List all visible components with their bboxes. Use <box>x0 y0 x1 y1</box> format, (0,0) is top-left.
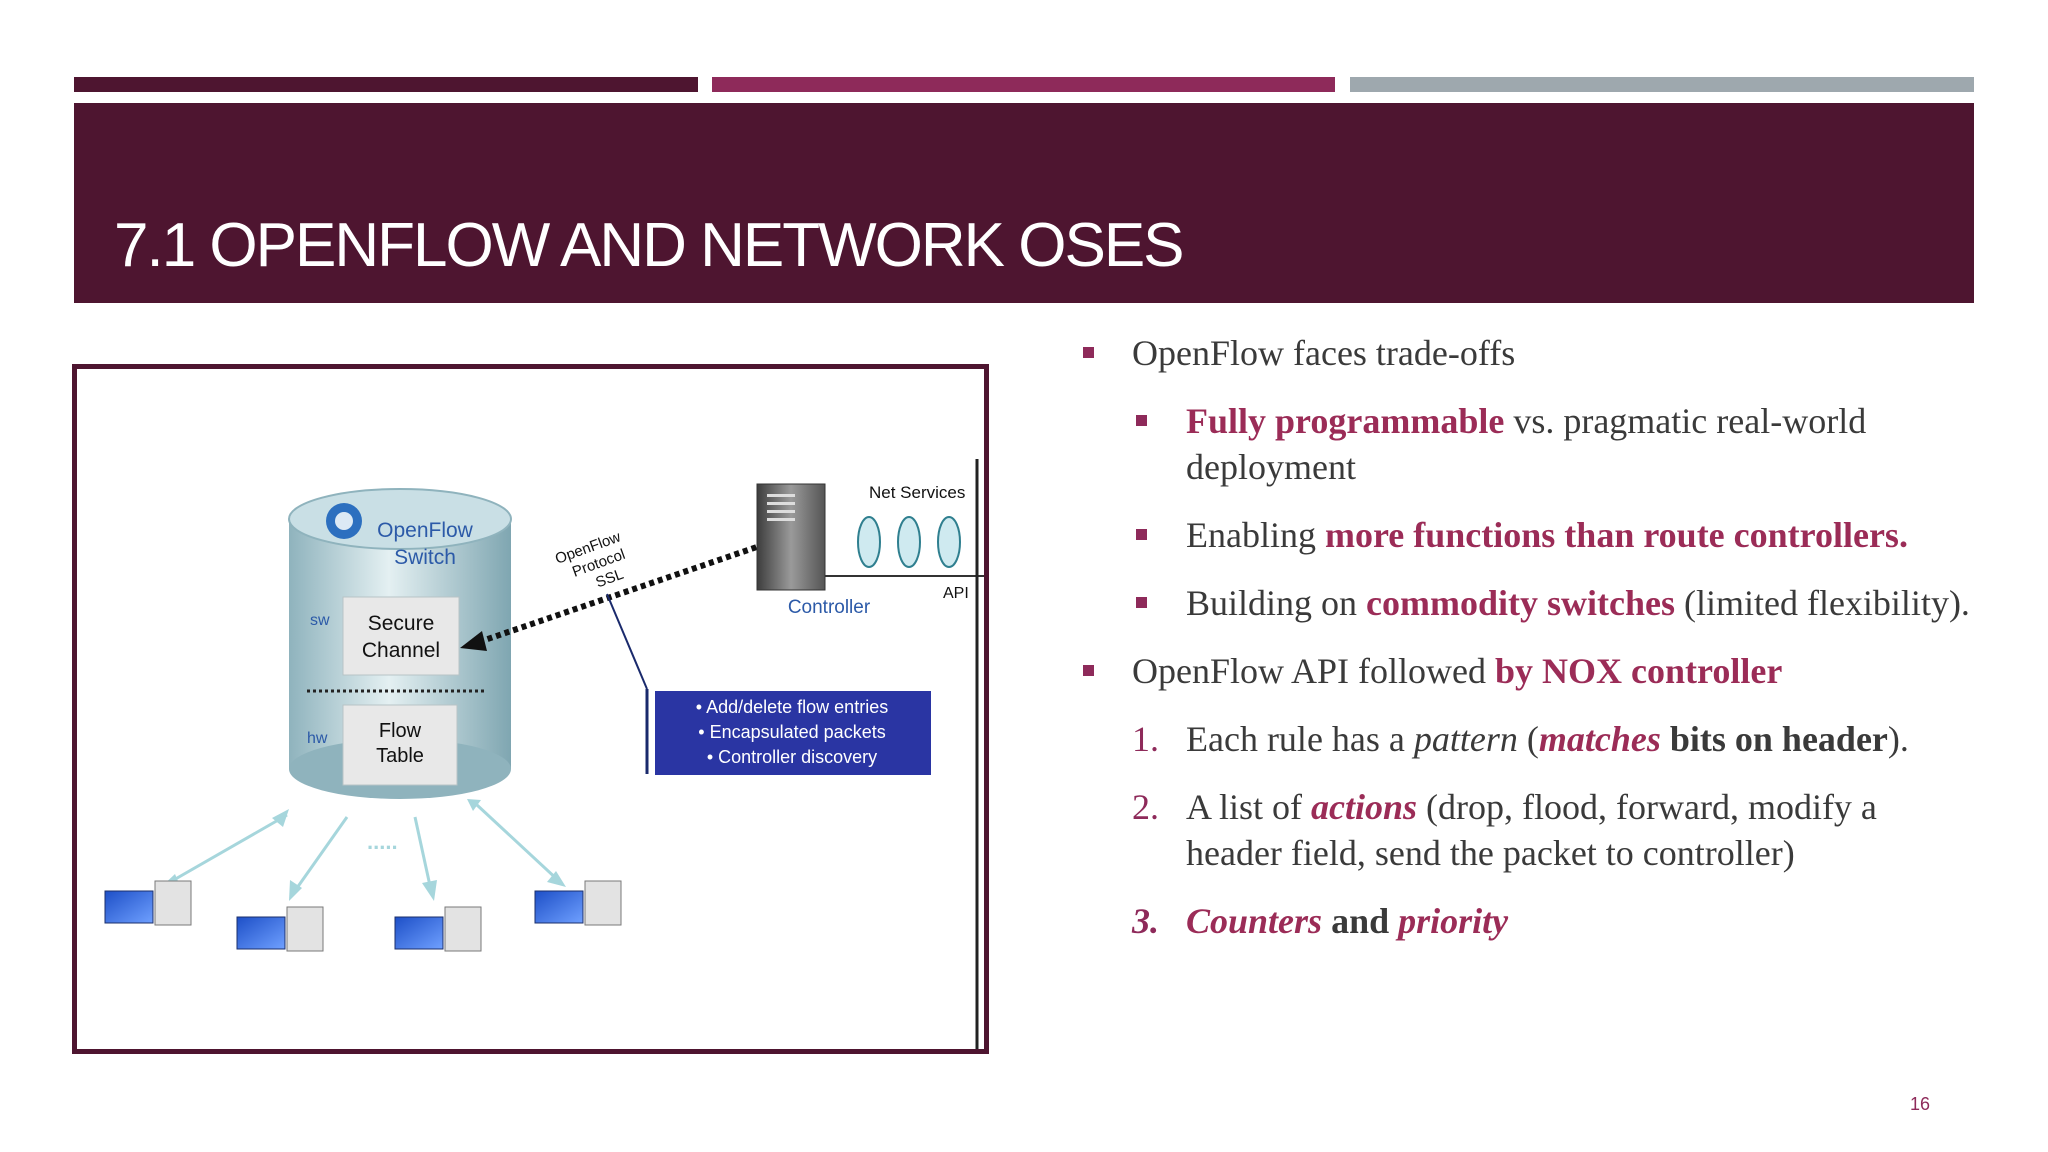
hw-label: hw <box>307 730 328 747</box>
bullet-text: ( <box>1517 719 1539 759</box>
square-bullet-icon <box>1136 415 1147 426</box>
bold-text: bits on header <box>1660 719 1888 759</box>
flow-table-line-1: Flow <box>379 720 422 742</box>
numbered-item: 2. A list of actions (drop, flood, forwa… <box>1080 784 1980 876</box>
numbered-item: 3. Counters and priority <box>1080 898 1980 944</box>
host-connection-arrows <box>164 803 562 896</box>
square-bullet-icon <box>1083 665 1094 676</box>
sub-bullet-item: Enabling more functions than route contr… <box>1080 512 1980 558</box>
controller-info-box <box>655 691 931 775</box>
highlight-text: matches <box>1538 719 1661 759</box>
bullet-text: (drop, flood, forward, modify a header f… <box>1186 787 1877 873</box>
square-bullet-icon <box>1136 597 1147 608</box>
net-services-icons <box>857 516 961 568</box>
secure-channel-arrow <box>478 533 790 645</box>
bullet-text: OpenFlow faces trade-offs <box>1132 333 1516 373</box>
controller-label: Controller <box>788 597 871 618</box>
bullet-item: OpenFlow faces trade-offs <box>1080 330 1980 376</box>
controller-server-icon <box>756 483 826 591</box>
accent-bar-gray <box>1350 77 1974 92</box>
secure-channel-line-1: Secure <box>368 612 435 635</box>
item-number: 1. <box>1132 719 1159 759</box>
bullet-text: ). <box>1887 719 1909 759</box>
bullet-text: Building on <box>1186 583 1367 623</box>
highlight-text: actions <box>1311 787 1418 827</box>
highlight-text: commodity switches <box>1366 583 1675 623</box>
highlight-text: more functions than route controllers. <box>1324 515 1908 555</box>
info-line-2: • Encapsulated packets <box>698 722 885 742</box>
openflow-diagram: OpenFlow Switch sw Secure Channel hw Flo… <box>72 364 989 1054</box>
api-label: API <box>943 585 969 602</box>
secure-channel-line-2: Channel <box>362 639 440 662</box>
host-computer-icon <box>534 880 622 926</box>
bullet-text: Enabling <box>1186 515 1325 555</box>
sw-label: sw <box>310 612 330 629</box>
highlight-text: by NOX controller <box>1495 651 1783 691</box>
item-number: 3. <box>1132 901 1159 941</box>
accent-bar-magenta <box>712 77 1335 92</box>
bullet-item: OpenFlow API followed by NOX controller <box>1080 648 1980 694</box>
info-line-1: • Add/delete flow entries <box>696 697 888 717</box>
square-bullet-icon <box>1083 347 1094 358</box>
bullet-text: Each rule has a <box>1186 719 1414 759</box>
host-computer-icon <box>236 906 324 952</box>
slide-number: 16 <box>1910 1094 1931 1114</box>
highlight-text: Counters <box>1186 901 1323 941</box>
host-computer-icon <box>394 906 482 952</box>
square-bullet-icon <box>1136 529 1147 540</box>
switch-label-1: OpenFlow <box>377 519 474 542</box>
sub-bullet-item: Building on commodity switches (limited … <box>1080 580 1980 626</box>
title-band: 7.1 OPENFLOW AND NETWORK OSES <box>74 103 1974 303</box>
bullet-text: A list of <box>1186 787 1312 827</box>
sub-bullet-item: Fully programmable vs. pragmatic real-wo… <box>1080 398 1980 490</box>
highlight-text: priority <box>1398 901 1509 941</box>
bullet-text: vs. pragmatic real-world deployment <box>1186 401 1867 487</box>
switch-label-2: Switch <box>394 546 456 569</box>
secure-channel-box <box>342 596 460 676</box>
italic-text: pattern <box>1413 719 1518 759</box>
item-number: 2. <box>1132 787 1159 827</box>
highlight-text: Fully programmable <box>1186 401 1505 441</box>
bullet-text: (limited flexibility). <box>1674 583 1970 623</box>
flow-table-box <box>342 704 458 786</box>
numbered-item: 1. Each rule has a pattern (matches bits… <box>1080 716 1980 762</box>
flow-table-line-2: Table <box>376 745 424 767</box>
net-services-label: Net Services <box>869 483 965 502</box>
slide-title: 7.1 OPENFLOW AND NETWORK OSES <box>114 211 1185 280</box>
info-line-3: • Controller discovery <box>707 747 877 767</box>
ellipsis-label: ..... <box>367 829 398 854</box>
accent-bar-dark <box>74 77 698 92</box>
callout-pointer <box>606 593 648 690</box>
bullet-list: OpenFlow faces trade-offs Fully programm… <box>1080 330 1980 966</box>
bullet-text: OpenFlow API followed <box>1132 651 1495 691</box>
host-computer-icon <box>104 880 192 926</box>
bold-text: and <box>1322 901 1399 941</box>
